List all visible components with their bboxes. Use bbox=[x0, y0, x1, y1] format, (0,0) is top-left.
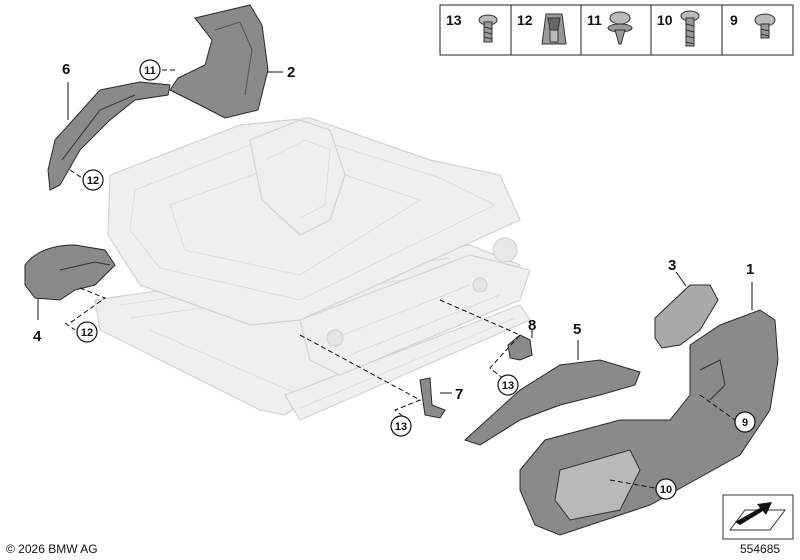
leader-lines bbox=[64, 69, 736, 489]
label-part-5: 5 bbox=[573, 321, 581, 338]
circled-callouts: 11 12 12 13 13 9 10 bbox=[76, 59, 756, 500]
part-3-small-cover bbox=[654, 271, 719, 349]
part-labels: 1 2 3 4 5 6 7 8 bbox=[33, 61, 754, 403]
part-5-trim-strip bbox=[464, 340, 641, 446]
callout-13-upper: 13 bbox=[502, 380, 514, 392]
part-8-bracket bbox=[507, 330, 533, 361]
part-1-side-panel bbox=[519, 282, 779, 536]
copyright-text: © 2026 BMW AG bbox=[6, 542, 98, 556]
clip-nut-icon bbox=[541, 13, 567, 45]
fastener-number-10: 10 bbox=[657, 12, 673, 28]
label-part-2: 2 bbox=[287, 64, 295, 81]
fastener-number-12: 12 bbox=[517, 12, 533, 28]
label-part-1: 1 bbox=[746, 261, 754, 278]
callout-11: 11 bbox=[144, 65, 156, 77]
diagram-id: 554685 bbox=[740, 542, 780, 556]
seat-frame bbox=[94, 117, 531, 421]
torx-screw-small-icon bbox=[754, 13, 776, 39]
bolt-long-icon bbox=[680, 10, 700, 47]
label-part-8: 8 bbox=[528, 317, 536, 334]
part-2-backrest-trim bbox=[169, 4, 283, 119]
callout-12-lower: 12 bbox=[81, 327, 93, 339]
torx-screw-short-icon bbox=[478, 14, 498, 43]
fastener-table: 13 12 11 10 9 bbox=[439, 4, 794, 56]
label-part-3: 3 bbox=[668, 257, 676, 274]
fastener-number-13: 13 bbox=[446, 12, 462, 28]
fastener-number-11: 11 bbox=[587, 12, 602, 28]
callout-12-upper: 12 bbox=[87, 175, 99, 187]
label-part-7: 7 bbox=[455, 386, 463, 403]
part-4-front-cover bbox=[24, 244, 116, 320]
part-6-side-trim bbox=[47, 81, 171, 191]
callout-9: 9 bbox=[742, 417, 748, 429]
part-7-bracket bbox=[419, 377, 452, 419]
callout-13-lower: 13 bbox=[395, 421, 407, 433]
flange-screw-icon bbox=[607, 11, 633, 45]
label-part-6: 6 bbox=[62, 61, 70, 78]
callout-10: 10 bbox=[660, 484, 672, 496]
label-part-4: 4 bbox=[33, 328, 42, 345]
fastener-number-9: 9 bbox=[730, 12, 738, 28]
direction-symbol bbox=[722, 494, 794, 540]
